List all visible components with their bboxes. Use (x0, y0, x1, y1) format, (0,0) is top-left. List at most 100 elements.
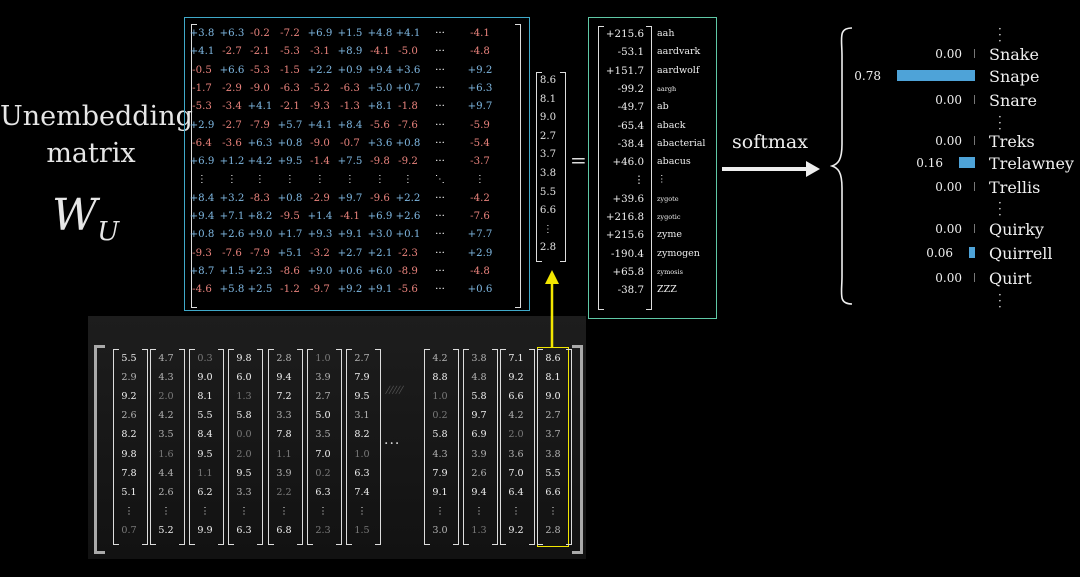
logit-value: -65.4 (617, 119, 644, 132)
token-snape: Snape (989, 67, 1040, 86)
vocab-word: zymogen (657, 247, 700, 259)
symbol-letter: W (52, 190, 98, 241)
matrix-cell: +2.2 (307, 64, 333, 76)
matrix-cell: +2.5 (247, 284, 273, 296)
matrix-cell: ··· (435, 192, 445, 204)
matrix-cell: -9.0 (250, 82, 270, 94)
embedding-value: 7.0 (508, 467, 524, 479)
matrix-cell: +0.6 (337, 265, 363, 277)
curly-brace (830, 27, 853, 305)
logit-value: +215.6 (605, 28, 644, 40)
matrix-cell: -5.9 (470, 119, 490, 131)
embedding-value: 2.0 (158, 391, 174, 403)
embedding-value: 8.2 (121, 429, 137, 441)
matrix-cell: -4.6 (192, 284, 212, 296)
matrix-cell: ⋮ (474, 174, 486, 186)
embedding-value: 8.8 (432, 372, 448, 384)
vector-value: 2.7 (539, 130, 557, 142)
logits-vector (588, 17, 717, 319)
embedding-value: 7.9 (432, 467, 448, 479)
embedding-value: 9.5 (236, 467, 252, 479)
bracket-left (113, 349, 119, 545)
bracket-left (150, 349, 156, 545)
embedding-value: 5.8 (471, 391, 487, 403)
matrix-cell: -9.6 (370, 192, 390, 204)
embedding-value: 1.3 (471, 524, 487, 536)
logit-value: +39.6 (612, 192, 644, 205)
matrix-cell: -9.3 (310, 101, 330, 113)
bracket-left (228, 349, 234, 545)
matrix-cell: +2.6 (219, 229, 245, 241)
token-snare: Snare (989, 91, 1037, 110)
vertical-dots: · · · (998, 22, 1002, 48)
matrix-cell: +9.4 (367, 64, 393, 76)
token-quirt: Quirt (989, 269, 1032, 288)
vocab-word: zygotic (657, 213, 681, 221)
embedding-value: 6.3 (315, 486, 331, 498)
embedding-value: 0.0 (236, 429, 252, 441)
matrix-cell: ⋮ (374, 174, 386, 186)
matrix-cell: -2.9 (222, 82, 242, 94)
embedding-value: 3.9 (471, 448, 487, 460)
probability-bar (897, 70, 975, 81)
matrix-cell: +4.1 (189, 46, 215, 58)
matrix-cell: +7.5 (337, 156, 363, 168)
embedding-value: ⋮ (474, 505, 484, 517)
vector-value: 3.8 (539, 168, 557, 179)
matrix-cell: -1.3 (340, 101, 360, 113)
embedding-value: 2.2 (276, 486, 292, 498)
token-trelawney: Trelawney (989, 154, 1074, 173)
embedding-value: 9.5 (354, 391, 370, 403)
bracket-left (189, 349, 195, 545)
embedding-value: 3.3 (236, 486, 252, 498)
matrix-cell: -5.3 (192, 101, 212, 113)
matrix-cell: -6.3 (280, 82, 300, 94)
embedding-value: 9.9 (197, 524, 213, 536)
bracket-right (453, 349, 459, 545)
matrix-cell: +9.2 (467, 64, 493, 76)
logit-value: -49.7 (617, 101, 644, 114)
matrix-cell: -8.6 (280, 265, 300, 277)
embedding-value: 5.1 (121, 486, 137, 498)
matrix-cell: +8.9 (337, 46, 363, 58)
matrix-cell: ⋮ (254, 174, 266, 186)
embedding-value: 0.2 (315, 467, 331, 479)
matrix-cell: +2.6 (395, 211, 421, 222)
embedding-value: ⋮ (511, 505, 521, 517)
probability-value: 0.00 (935, 47, 962, 61)
vocab-word: abacus (657, 156, 691, 168)
vector-value: ⋮ (542, 223, 554, 235)
probability-value: 0.00 (935, 180, 962, 194)
matrix-cell: -1.7 (192, 82, 212, 94)
embedding-value: 2.7 (315, 391, 331, 403)
embedding-value: 1.5 (354, 524, 370, 536)
matrix-cell: -5.6 (370, 119, 390, 131)
embedding-value: 6.6 (508, 391, 524, 403)
logit-value: -38.7 (617, 284, 644, 297)
matrix-cell: +6.0 (367, 265, 393, 277)
matrix-cell: -4.8 (470, 265, 490, 277)
embedding-value: 4.3 (158, 372, 174, 384)
matrix-cell: -3.6 (222, 137, 242, 149)
matrix-cell: -2.1 (250, 46, 270, 58)
embedding-value: 9.1 (432, 486, 448, 498)
embedding-value: 4.7 (158, 353, 174, 364)
embedding-value: 5.2 (158, 524, 174, 536)
matrix-cell: +6.9 (307, 28, 333, 39)
matrix-cell: +9.1 (367, 284, 393, 296)
title-line-2: matrix (46, 138, 136, 169)
embedding-value: 7.2 (276, 391, 292, 403)
matrix-cell: +6.3 (247, 137, 273, 149)
matrix-cell: ⋮ (314, 174, 326, 186)
matrix-cell: +1.2 (219, 156, 245, 168)
embedding-value: 2.3 (315, 524, 331, 536)
embedding-value: 6.3 (236, 524, 252, 536)
matrix-cell: -9.8 (370, 156, 390, 168)
bracket-right (492, 349, 498, 545)
matrix-cell: +8.2 (247, 211, 273, 222)
vertical-dots: · · · (998, 288, 1002, 314)
matrix-cell: +8.1 (367, 101, 393, 113)
matrix-cell: +4.1 (247, 101, 273, 113)
matrix-cell: -3.2 (310, 247, 330, 259)
matrix-cell: -9.3 (192, 247, 212, 259)
